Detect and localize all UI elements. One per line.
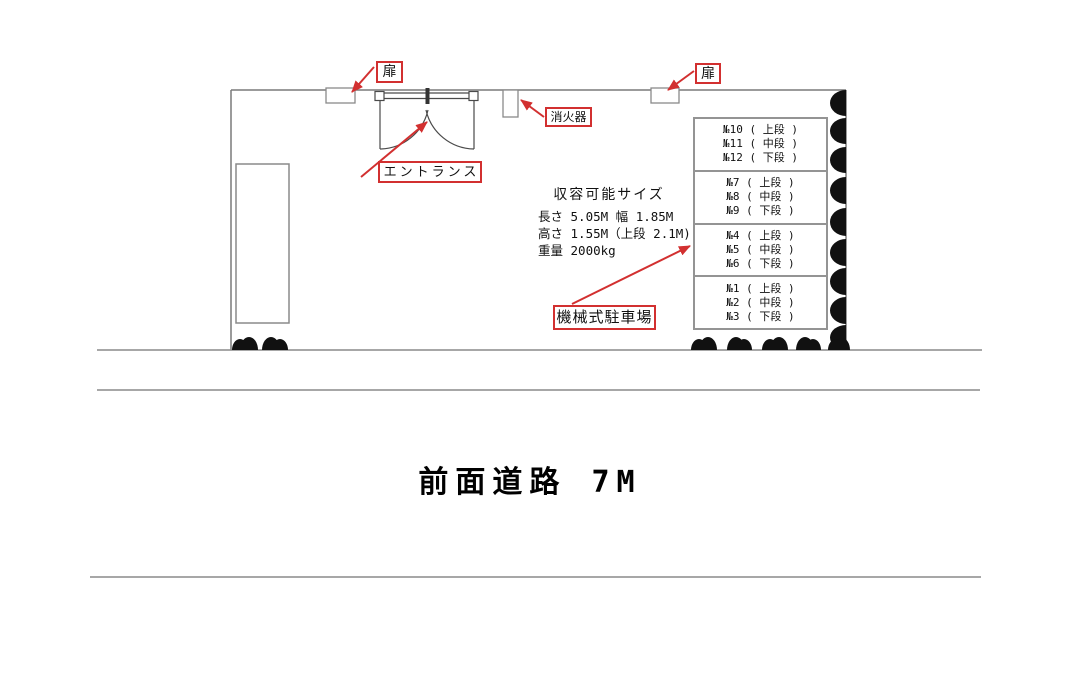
shrub-icon (830, 297, 846, 324)
shrub-icon (796, 337, 821, 350)
door-label-right: 扉 (695, 63, 721, 84)
door-left-leader-arrow (351, 66, 375, 93)
shrub-icon (691, 337, 717, 350)
right-hedge (830, 90, 846, 350)
door-swing-arc-right (425, 109, 475, 150)
bottom-right-hedge (691, 337, 850, 350)
door-opening-left-rect (325, 87, 356, 104)
capacity-spec-title: 収容可能サイズ (553, 187, 665, 203)
stall-line: №12 ( 下段 ) (723, 151, 798, 165)
stall-line: №3 ( 下段 ) (726, 309, 795, 323)
bottom-left-hedge (232, 337, 288, 350)
fire-extinguisher-label: 消火器 (545, 107, 592, 127)
stall-cell: №1 ( 上段 ) №2 ( 中段 ) №3 ( 下段 ) (695, 275, 826, 328)
parking-stall-table: №10 ( 上段 ) №11 ( 中段 ) №12 ( 下段 ) №7 ( 上段… (693, 117, 828, 330)
shrub-icon (830, 147, 846, 173)
capacity-spec-line: 長さ 5.05M 幅 1.85M (538, 209, 674, 224)
shrub-icon (727, 337, 752, 350)
shrub-icon (830, 177, 846, 204)
capacity-spec-block: 収容可能サイズ 長さ 5.05M 幅 1.85M 高さ 1.55M（上段 2.1… (538, 184, 691, 259)
shrub-icon (762, 337, 788, 350)
stall-line: №10 ( 上段 ) (723, 123, 798, 137)
shrub-icon (830, 90, 846, 116)
shrub-icon (232, 337, 258, 350)
door-right-leader-arrow (667, 70, 695, 91)
shrub-icon (828, 338, 850, 350)
stall-line: №6 ( 下段 ) (726, 256, 795, 270)
stall-cell: №4 ( 上段 ) №5 ( 中段 ) №6 ( 下段 ) (695, 222, 826, 276)
stall-line: №5 ( 中段 ) (726, 242, 795, 256)
stall-line: №1 ( 上段 ) (726, 281, 795, 295)
capacity-spec-line: 重量 2000kg (538, 243, 616, 258)
entrance-door-jamb-left (374, 90, 385, 102)
storage-structure-rect (235, 163, 290, 324)
entrance-leader-arrow (360, 121, 428, 178)
entrance-label: エントランス (378, 161, 482, 183)
stall-line: №11 ( 中段 ) (723, 137, 798, 151)
stall-cell: №7 ( 上段 ) №8 ( 中段 ) №9 ( 下段 ) (695, 169, 826, 223)
entrance-door-mullion (425, 88, 430, 104)
shrub-icon (830, 208, 846, 236)
fire-extinguisher-rect (502, 89, 519, 118)
door-label-left: 扉 (376, 61, 403, 83)
door-opening-right-rect (650, 87, 680, 104)
stall-line: №7 ( 上段 ) (726, 176, 795, 190)
door-swing-arc-left (379, 109, 429, 150)
door-label-left-text: 扉 (382, 64, 397, 80)
shrub-icon (262, 337, 288, 350)
fire-extinguisher-leader-arrow (520, 99, 545, 118)
machine-parking-label: 機械式駐車場 (553, 305, 656, 330)
capacity-spec-line: 高さ 1.55M（上段 2.1M) (538, 226, 691, 241)
entrance-door-symbol (374, 88, 479, 150)
shrub-icon (830, 268, 846, 295)
fire-extinguisher-label-text: 消火器 (550, 110, 587, 124)
stall-cell: №10 ( 上段 ) №11 ( 中段 ) №12 ( 下段 ) (695, 119, 826, 170)
stall-line: №2 ( 中段 ) (726, 295, 795, 309)
front-road-label: 前面道路 7M (418, 465, 642, 500)
stall-line: №4 ( 上段 ) (726, 228, 795, 242)
shrub-icon (830, 118, 846, 144)
machine-parking-leader-arrow (571, 245, 691, 305)
entrance-door-jamb-right (468, 90, 479, 102)
stall-line: №8 ( 中段 ) (726, 190, 795, 204)
stall-line: №9 ( 下段 ) (726, 204, 795, 218)
machine-parking-label-text: 機械式駐車場 (556, 308, 653, 326)
door-label-right-text: 扉 (701, 65, 715, 82)
entrance-label-text: エントランス (383, 164, 480, 180)
shrub-icon (830, 239, 846, 266)
